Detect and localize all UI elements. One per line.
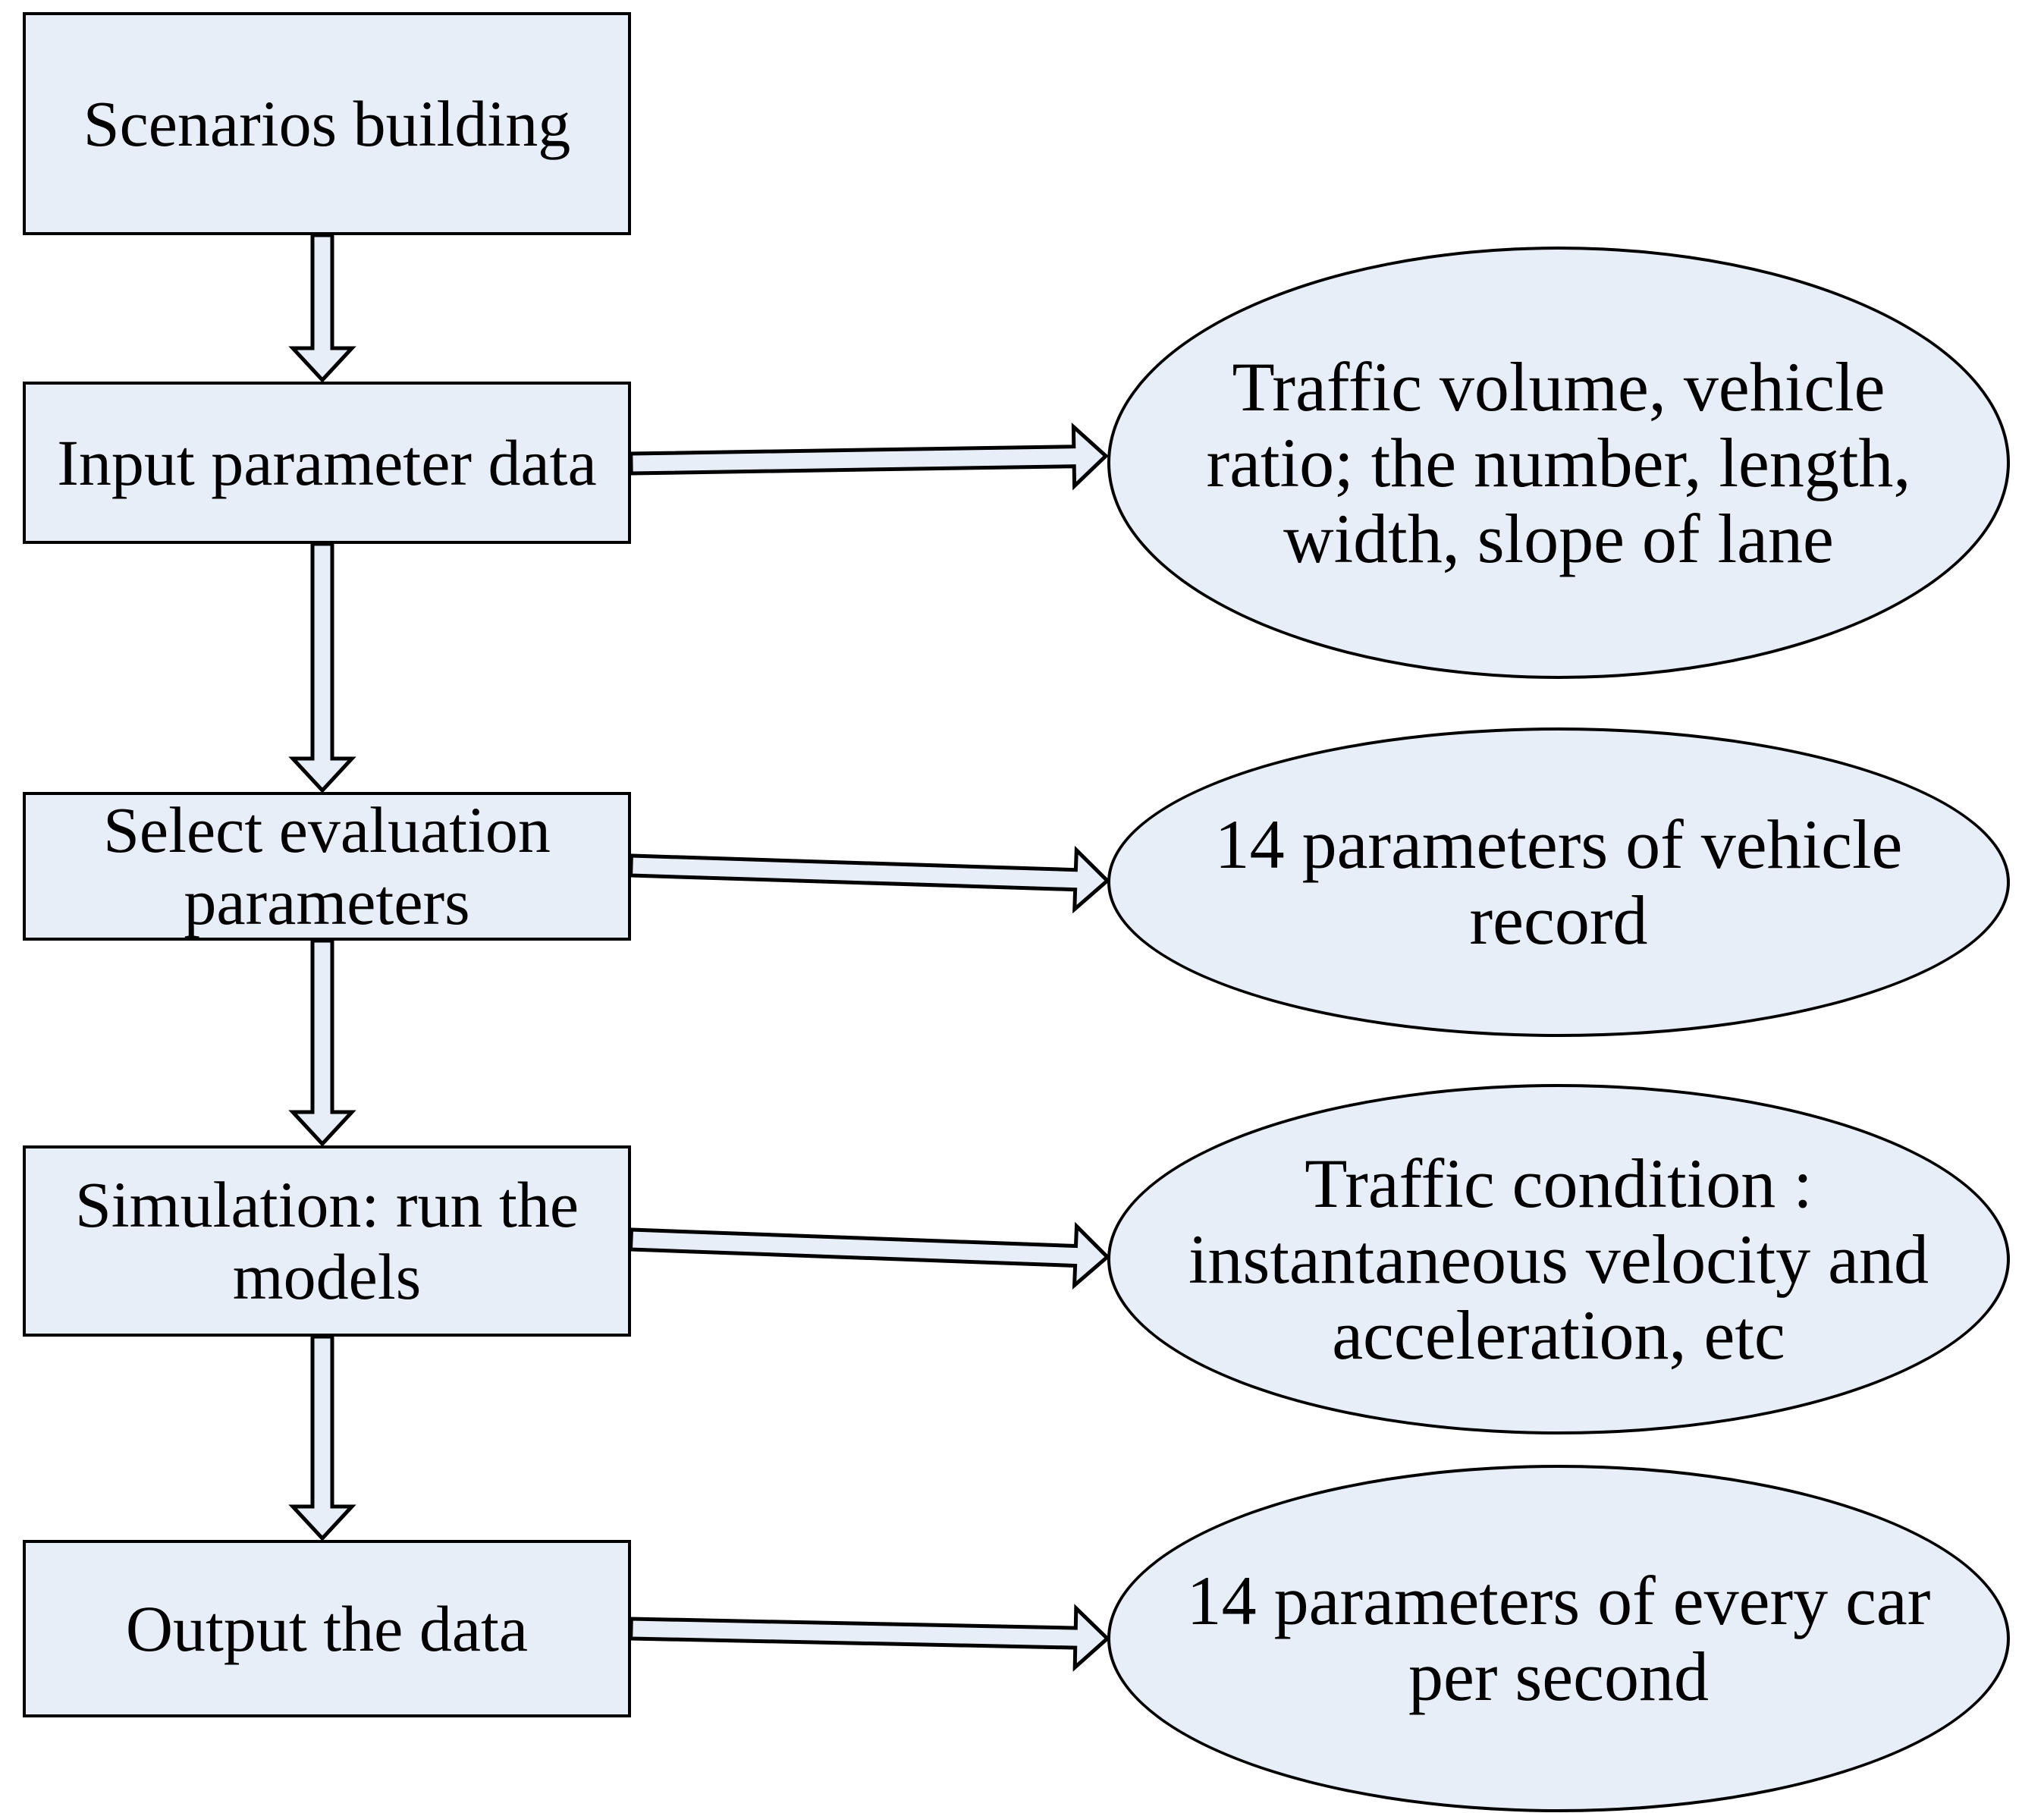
arrow-select-evaluation-parameters-to-evaluation-details: [629, 845, 1110, 914]
annotation-ellipse-input-parameters: Traffic volume, vehicle ratio; the numbe…: [1107, 247, 2010, 679]
flow-step-scenarios-building: Scenarios building: [23, 12, 631, 235]
annotation-ellipse-evaluation-parameters: 14 parameters of vehicle record: [1107, 727, 2010, 1037]
arrow-simulation-run-the-models-to-output-the-data: [288, 1334, 356, 1541]
flow-step-simulation-run-models: Simulation: run the models: [23, 1145, 631, 1337]
arrow-input-parameter-data-to-select-evaluation-parameters: [288, 542, 356, 793]
flow-step-output-the-data: Output the data: [23, 1540, 631, 1717]
arrow-simulation-run-the-models-to-simulation-details: [628, 1221, 1110, 1290]
annotation-ellipse-output-parameters: 14 parameters of every car per second: [1107, 1465, 2010, 1812]
flow-step-select-evaluation-parameters: Select evaluation parameters: [23, 792, 631, 941]
arrow-scenarios-building-to-input-parameter-data: [288, 233, 356, 383]
arrow-input-parameter-data-to-input-details: [629, 423, 1109, 491]
arrow-select-evaluation-parameters-to-simulation-run-the-models: [288, 938, 356, 1147]
annotation-ellipse-traffic-condition: Traffic condition : instantaneous veloci…: [1107, 1084, 2010, 1434]
flow-step-input-parameter-data: Input parameter data: [23, 382, 631, 544]
arrow-output-the-data-to-output-details: [629, 1604, 1110, 1672]
